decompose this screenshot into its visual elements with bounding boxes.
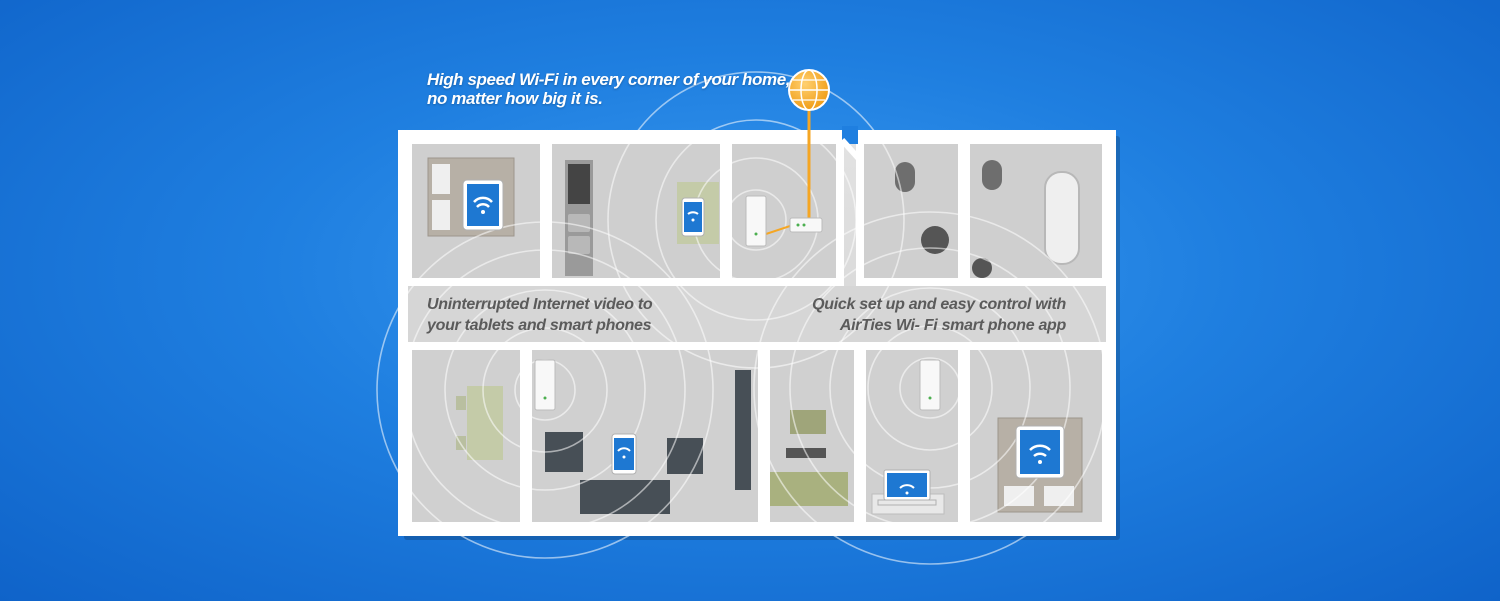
living-furniture <box>545 370 751 514</box>
tablet-icon <box>1015 425 1065 479</box>
dining-set <box>456 386 503 460</box>
headline: High speed Wi-Fi in every corner of your… <box>427 70 807 108</box>
globe-icon <box>788 69 830 111</box>
headline-line-2: no matter how big it is. <box>427 89 603 108</box>
phone-icon <box>611 433 637 475</box>
phone-icon <box>681 197 705 237</box>
extender-icon <box>919 359 941 411</box>
wifi-coverage-rings <box>376 71 1107 565</box>
feature-app-line-2: AirTies Wi- Fi smart phone app <box>839 317 1066 334</box>
extender-icon <box>745 195 767 247</box>
sink-2 <box>972 258 992 278</box>
feature-app-line-1: Quick set up and easy control with <box>812 296 1066 313</box>
extender-icon <box>534 359 556 411</box>
tablet-icon <box>462 179 504 231</box>
kitchen-counter <box>565 160 593 276</box>
laptop-icon <box>877 469 937 506</box>
entrance-door <box>839 137 863 163</box>
corridor <box>408 286 1106 344</box>
sink-1 <box>921 226 949 254</box>
feature-video-line-2: your tablets and smart phones <box>427 317 652 334</box>
feature-app-caption: Quick set up and easy control with AirTi… <box>790 294 1066 336</box>
headline-line-1: High speed Wi-Fi in every corner of your… <box>427 70 791 89</box>
entrance-gap <box>842 126 858 144</box>
bathtub <box>1044 171 1080 265</box>
router-icon <box>789 217 823 233</box>
feature-video-caption: Uninterrupted Internet video to your tab… <box>427 294 653 336</box>
bathroom-1 <box>856 136 966 286</box>
toilet-2 <box>982 160 1002 190</box>
feature-video-line-1: Uninterrupted Internet video to <box>427 296 653 313</box>
